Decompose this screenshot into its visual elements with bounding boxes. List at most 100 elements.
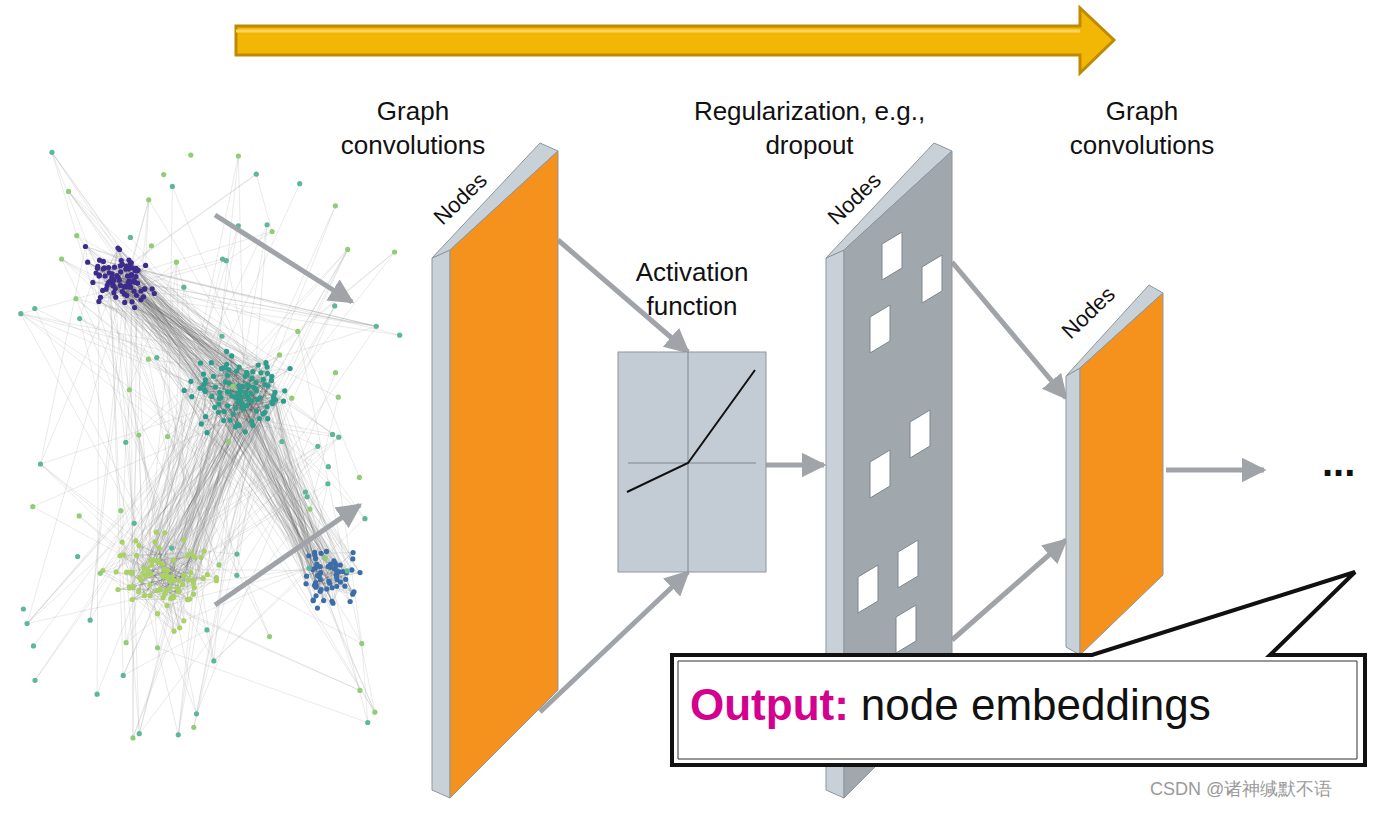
graph-node: [216, 401, 221, 406]
graph-node: [313, 556, 318, 561]
output-arrow: [1166, 468, 1264, 473]
graph-node: [350, 556, 355, 561]
graph-node: [49, 150, 54, 155]
graph-node: [114, 569, 119, 574]
graph-node: [162, 592, 167, 597]
graph-edge: [135, 308, 292, 399]
graph-node: [85, 260, 90, 265]
graph-node: [181, 285, 186, 290]
graph-node: [18, 311, 23, 316]
graph-node: [306, 553, 311, 558]
graph-node: [234, 552, 239, 557]
graph-node: [133, 538, 138, 543]
graph-node: [265, 371, 270, 376]
graph-node: [94, 692, 99, 697]
graph-node: [243, 390, 248, 395]
graph-node: [222, 409, 227, 414]
graph-edge: [168, 252, 395, 436]
graph-node: [128, 570, 133, 575]
graph-node: [160, 561, 165, 566]
graph-node: [229, 353, 234, 358]
graph-node: [75, 554, 80, 559]
graph-edge: [237, 326, 377, 371]
graph-node: [119, 539, 124, 544]
graph-node: [254, 408, 259, 413]
graph-node: [83, 244, 88, 249]
graph-edge: [160, 568, 309, 589]
graph-node: [132, 280, 137, 285]
graph-edge: [40, 404, 218, 464]
graph-node: [250, 423, 255, 428]
graph-node: [227, 389, 232, 394]
graph-node: [114, 273, 119, 278]
graph-edge: [229, 370, 375, 712]
graph-node: [216, 410, 221, 415]
graph-node: [106, 280, 111, 285]
graph-edge: [170, 386, 233, 588]
graph-node: [115, 587, 120, 592]
graph-node: [118, 508, 123, 513]
graph-node: [224, 362, 229, 367]
graph-node: [146, 357, 151, 362]
graph-edge: [178, 382, 225, 735]
graph-node: [213, 385, 218, 390]
graph-node: [319, 551, 324, 556]
graph-edge: [172, 548, 237, 554]
graph-node: [151, 558, 156, 563]
graph-node: [107, 270, 112, 275]
graph-edge: [130, 200, 148, 572]
graph-node: [332, 303, 337, 308]
graph-node: [325, 481, 330, 486]
graph-node: [143, 574, 148, 579]
graph-edge: [76, 299, 224, 421]
graph-node: [154, 529, 159, 534]
graph-node: [90, 280, 95, 285]
output-callout-outline: [668, 568, 1368, 768]
graph-node: [262, 410, 267, 415]
graph-node: [113, 295, 118, 300]
graph-node: [234, 573, 239, 578]
graph-edge: [184, 540, 214, 661]
graph-node: [160, 574, 165, 579]
graph-edge: [325, 558, 367, 722]
graph-node: [154, 588, 159, 593]
input-arrow: [215, 505, 360, 605]
graph-edge: [129, 262, 176, 390]
graph-node: [250, 369, 255, 374]
graph-edge: [131, 263, 157, 648]
graph-node: [323, 556, 328, 561]
graph-edge: [139, 484, 328, 734]
graph-node: [130, 735, 135, 740]
graph-node: [209, 360, 214, 365]
graph-edge: [21, 259, 223, 314]
graph-node: [182, 573, 187, 578]
graph-node: [216, 562, 221, 567]
graph-edge: [261, 373, 365, 519]
graph-node: [132, 521, 137, 526]
graph-node: [226, 367, 231, 372]
graph-node: [134, 553, 139, 558]
graph-node: [224, 349, 229, 354]
graph-edge: [62, 259, 217, 581]
graph-edge: [52, 152, 201, 363]
graph-node: [333, 563, 338, 568]
graph-node: [312, 583, 317, 588]
graph-node: [225, 403, 230, 408]
graph-node: [198, 555, 203, 560]
graph-node: [149, 562, 154, 567]
graph-node: [392, 249, 397, 254]
flow-arrow: [236, 8, 1114, 73]
graph-edge: [228, 375, 337, 579]
graph-node: [248, 391, 253, 396]
graph-node: [203, 414, 208, 419]
graph-node: [137, 731, 142, 736]
graph-node: [124, 640, 129, 645]
graph-node: [137, 575, 142, 580]
graph-node: [351, 589, 356, 594]
graph-node: [189, 551, 194, 556]
graph-node: [203, 389, 208, 394]
graph-node: [121, 673, 126, 678]
panel-heading: Graph convolutions: [313, 95, 513, 163]
watermark: CSDN @诸神缄默不语: [1150, 777, 1332, 801]
graph-node: [77, 316, 82, 321]
